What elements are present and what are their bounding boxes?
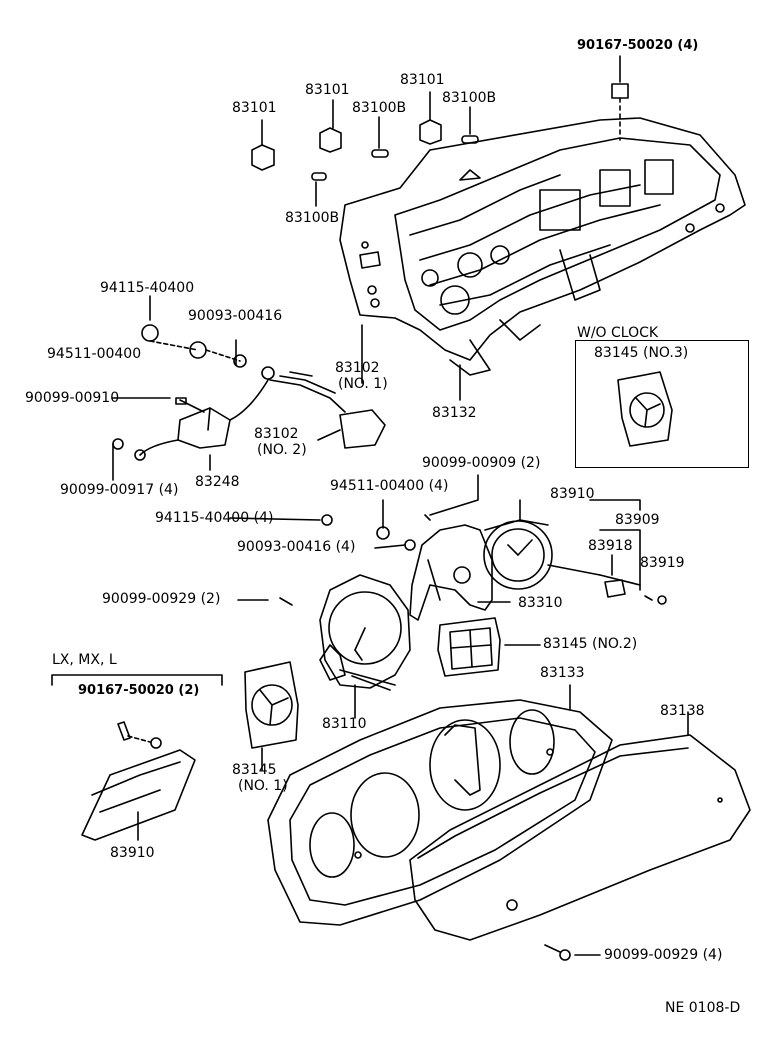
- label-83102-no1: 83102: [335, 360, 380, 376]
- label-83102-no2: 83102: [254, 426, 299, 442]
- label-83145-no2: 83145 (NO.2): [543, 636, 638, 652]
- bulb-sockets: [251, 91, 479, 207]
- label-90167-50020-4: 90167-50020 (4): [577, 38, 699, 53]
- label-83145-no1-sub: (NO. 1): [238, 778, 288, 794]
- label-lx-mx-l: LX, MX, L: [52, 652, 117, 668]
- panel-83310: [409, 524, 493, 621]
- plate-83145-no1: [244, 661, 299, 749]
- label-90099-00929-2: 90099-00929 (2): [102, 591, 221, 607]
- label-83102-no1-sub: (NO. 1): [338, 376, 388, 392]
- label-83132: 83132: [432, 405, 477, 421]
- label-90099-00929-4: 90099-00929 (4): [604, 947, 723, 963]
- label-wo-clock: W/O CLOCK: [577, 325, 659, 341]
- lens-83138: [409, 734, 751, 941]
- label-83910-bottom: 83910: [110, 845, 155, 861]
- clock-83910: [483, 519, 667, 605]
- label-90099-00909-2: 90099-00909 (2): [422, 455, 541, 471]
- label-94511-00400: 94511-00400: [47, 346, 142, 362]
- label-90167-50020-2: 90167-50020 (2): [78, 683, 200, 698]
- plate-83145-no2: [437, 617, 501, 677]
- label-83145-no3: 83145 (NO.3): [594, 345, 689, 361]
- label-94511-00400-4: 94511-00400 (4): [330, 478, 449, 494]
- label-83919: 83919: [640, 555, 685, 571]
- label-90093-00416-4: 90093-00416 (4): [237, 539, 356, 555]
- label-83101-b: 83101: [305, 82, 350, 98]
- lx-mx-l-bracket: [51, 674, 223, 841]
- label-83138: 83138: [660, 703, 705, 719]
- label-90099-00917-4: 90099-00917 (4): [60, 482, 179, 498]
- label-83100b-c: 83100B: [285, 210, 340, 226]
- label-90093-00416: 90093-00416: [188, 308, 283, 324]
- label-83101-a: 83101: [232, 100, 277, 116]
- label-83133: 83133: [540, 665, 585, 681]
- label-83101-c: 83101: [400, 72, 445, 88]
- wiring-83248: [112, 295, 386, 471]
- label-94115-40400: 94115-40400: [100, 280, 195, 296]
- screw-bottom: [544, 944, 601, 961]
- leader-lines: [111, 324, 689, 771]
- screw-90167-top: [611, 55, 629, 141]
- speedometer-83110: [319, 574, 411, 691]
- label-83100b-a: 83100B: [352, 100, 407, 116]
- meter-housing-83132: [339, 117, 746, 376]
- label-83100b-b: 83100B: [442, 90, 497, 106]
- case-83133: [267, 699, 613, 926]
- label-94115-40400-4: 94115-40400 (4): [155, 510, 274, 526]
- label-83248: 83248: [195, 474, 240, 490]
- label-83918: 83918: [588, 538, 633, 554]
- label-83909: 83909: [615, 512, 660, 528]
- without-clock-box: [575, 340, 749, 468]
- label-83310: 83310: [518, 595, 563, 611]
- plate-83145-no3: [617, 371, 673, 447]
- diagram-reference-code: NE 0108-D: [665, 1000, 741, 1016]
- label-83145-no1: 83145: [232, 762, 277, 778]
- label-90099-00910: 90099-00910: [25, 390, 120, 406]
- label-83910-top: 83910: [550, 486, 595, 502]
- label-83102-no2-sub: (NO. 2): [257, 442, 307, 458]
- label-83110: 83110: [322, 716, 367, 732]
